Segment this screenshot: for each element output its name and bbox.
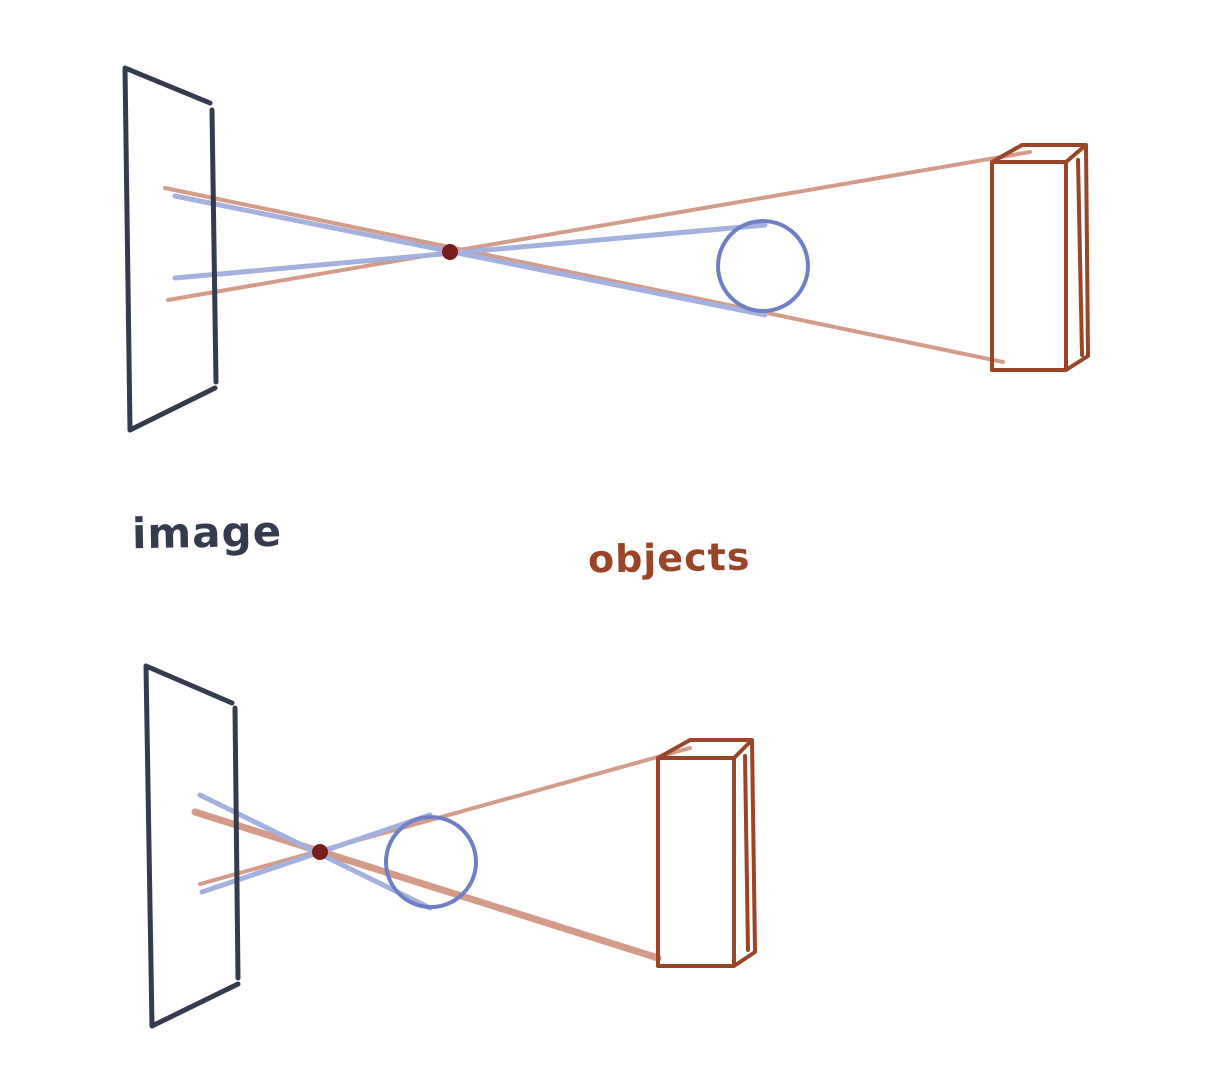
- ray-box-top: [166, 150, 1032, 302]
- image-plane: [122, 65, 219, 433]
- image-label: image: [131, 506, 283, 559]
- ray-box-bottom: [163, 186, 1005, 364]
- box-object: [990, 143, 1090, 372]
- scene-top: [122, 65, 1090, 433]
- ray-box-bottom: [191, 808, 662, 962]
- pinhole-dot: [442, 244, 458, 260]
- sphere-object: [384, 815, 478, 909]
- box-object: [656, 738, 757, 968]
- scene-bottom: [143, 663, 757, 1029]
- ray-sphere-bottom: [172, 193, 768, 318]
- pinhole-dot: [312, 844, 328, 860]
- image-plane: [143, 663, 241, 1029]
- ray-box-top: [198, 746, 692, 886]
- ray-sphere-top: [172, 222, 768, 281]
- objects-label: objects: [587, 534, 751, 582]
- sphere-object: [716, 219, 810, 313]
